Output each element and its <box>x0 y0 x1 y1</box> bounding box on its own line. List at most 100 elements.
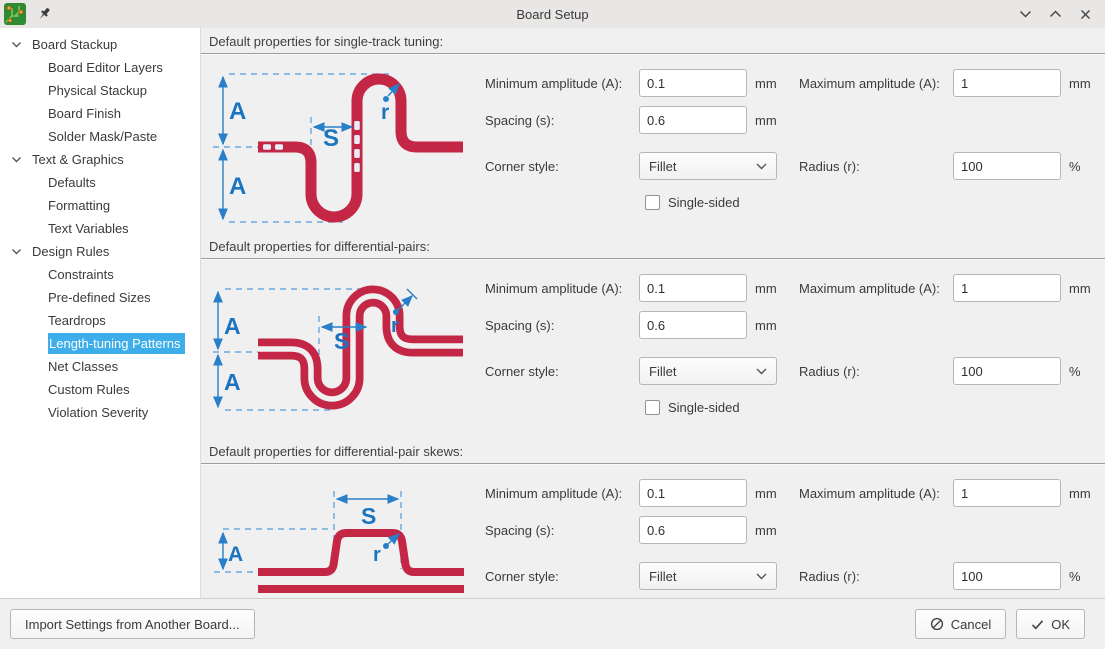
tree-item-label: Physical Stackup <box>48 83 147 98</box>
min-amplitude-label: Minimum amplitude (A): <box>485 280 623 296</box>
section-title: Default properties for differential-pair… <box>209 444 464 459</box>
spacing-input[interactable] <box>639 516 747 544</box>
tree-item-constraints[interactable]: Constraints <box>0 263 200 286</box>
spacing-unit: mm <box>755 522 777 538</box>
tree-item-label: Defaults <box>48 175 96 190</box>
tree-item-text-variables[interactable]: Text Variables <box>0 217 200 240</box>
chevron-down-icon <box>756 163 767 169</box>
differential-pair-skew-diagram: A S r <box>201 467 485 598</box>
cancel-prohibit-icon <box>930 617 943 631</box>
min-amplitude-unit: mm <box>755 280 777 296</box>
spacing-input[interactable] <box>639 106 747 134</box>
radius-input[interactable] <box>953 357 1061 385</box>
pin-icon[interactable] <box>36 6 52 22</box>
section-title: Default properties for single-track tuni… <box>209 34 444 49</box>
radius-label: Radius (r): <box>799 568 860 584</box>
tree-item-label: Constraints <box>48 267 114 282</box>
spacing-unit: mm <box>755 317 777 333</box>
section-differential-pairs: Default properties for differential-pair… <box>201 239 1105 439</box>
titlebar: Board Setup <box>0 0 1105 28</box>
amplitude-label: A <box>229 173 246 200</box>
tree-item-custom-rules[interactable]: Custom Rules <box>0 378 200 401</box>
spacing-label: S <box>361 503 376 529</box>
section-differential-pair-skews: Default properties for differential-pair… <box>201 444 1105 598</box>
cancel-button[interactable]: Cancel <box>914 609 1007 639</box>
amplitude-label: A <box>229 98 246 125</box>
section-divider <box>201 53 1105 55</box>
corner-style-dropdown[interactable]: Fillet <box>639 357 777 385</box>
section-single-track: Default properties for single-track tuni… <box>201 34 1105 231</box>
corner-style-dropdown[interactable]: Fillet <box>639 562 777 590</box>
max-amplitude-input[interactable] <box>953 69 1061 97</box>
tree-group-design-rules[interactable]: Design Rules <box>0 240 200 263</box>
section-divider <box>201 463 1105 465</box>
min-amplitude-unit: mm <box>755 485 777 501</box>
length-tuning-patterns-panel: Default properties for single-track tuni… <box>200 28 1105 598</box>
max-amplitude-unit: mm <box>1069 280 1091 296</box>
differential-pair-meander-diagram: A A S r <box>201 262 485 439</box>
kicad-pcb-icon <box>4 3 26 25</box>
single-sided-checkbox[interactable] <box>645 400 660 415</box>
amplitude-label: A <box>224 313 241 339</box>
expander-chevron-down-icon[interactable] <box>9 153 23 167</box>
tree-group-board-stackup[interactable]: Board Stackup <box>0 33 200 56</box>
max-amplitude-label: Maximum amplitude (A): <box>799 280 940 296</box>
maximize-window-chevron-up-icon[interactable] <box>1043 2 1067 26</box>
tree-item-label: Text Variables <box>48 221 129 236</box>
min-amplitude-input[interactable] <box>639 479 747 507</box>
max-amplitude-label: Maximum amplitude (A): <box>799 485 940 501</box>
ok-button[interactable]: OK <box>1016 609 1085 639</box>
spacing-input[interactable] <box>639 311 747 339</box>
close-window-icon[interactable] <box>1073 2 1097 26</box>
corner-style-dropdown[interactable]: Fillet <box>639 152 777 180</box>
tree-item-physical-stackup[interactable]: Physical Stackup <box>0 79 200 102</box>
tree-group-label: Design Rules <box>32 244 110 259</box>
radius-label: r <box>391 315 399 337</box>
single-sided-checkbox[interactable] <box>645 195 660 210</box>
import-settings-label: Import Settings from Another Board... <box>25 616 240 632</box>
corner-style-label: Corner style: <box>485 568 559 584</box>
window-title: Board Setup <box>516 6 589 22</box>
max-amplitude-input[interactable] <box>953 479 1061 507</box>
radius-input[interactable] <box>953 562 1061 590</box>
radius-unit: % <box>1069 568 1081 584</box>
min-amplitude-input[interactable] <box>639 274 747 302</box>
tree-item-pre-defined-sizes[interactable]: Pre-defined Sizes <box>0 286 200 309</box>
tree-item-solder-mask-paste[interactable]: Solder Mask/Paste <box>0 125 200 148</box>
radius-input[interactable] <box>953 152 1061 180</box>
corner-style-value: Fillet <box>649 363 677 379</box>
tree-item-violation-severity[interactable]: Violation Severity <box>0 401 200 424</box>
min-amplitude-label: Minimum amplitude (A): <box>485 75 623 91</box>
cancel-label: Cancel <box>950 616 992 632</box>
single-track-meander-diagram: A A S r <box>201 57 485 231</box>
tree-item-label: Formatting <box>48 198 111 213</box>
max-amplitude-unit: mm <box>1069 75 1091 91</box>
tree-item-length-tuning-patterns[interactable]: Length-tuning Patterns <box>0 332 200 355</box>
max-amplitude-input[interactable] <box>953 274 1061 302</box>
spacing-label: Spacing (s): <box>485 522 555 538</box>
tree-group-text-graphics[interactable]: Text & Graphics <box>0 148 200 171</box>
max-amplitude-label: Maximum amplitude (A): <box>799 75 940 91</box>
tree-item-board-editor-layers[interactable]: Board Editor Layers <box>0 56 200 79</box>
radius-label: Radius (r): <box>799 363 860 379</box>
ok-check-icon <box>1032 619 1044 629</box>
tree-item-defaults[interactable]: Defaults <box>0 171 200 194</box>
chevron-down-icon <box>756 368 767 374</box>
expander-chevron-down-icon[interactable] <box>9 38 23 52</box>
import-settings-button[interactable]: Import Settings from Another Board... <box>10 609 255 639</box>
spacing-label: S <box>334 328 349 354</box>
expander-chevron-down-icon[interactable] <box>9 245 23 259</box>
tree-item-formatting[interactable]: Formatting <box>0 194 200 217</box>
tree-item-net-classes[interactable]: Net Classes <box>0 355 200 378</box>
tree-item-board-finish[interactable]: Board Finish <box>0 102 200 125</box>
radius-label: Radius (r): <box>799 158 860 174</box>
max-amplitude-unit: mm <box>1069 485 1091 501</box>
tree-item-teardrops[interactable]: Teardrops <box>0 309 200 332</box>
min-amplitude-input[interactable] <box>639 69 747 97</box>
corner-style-value: Fillet <box>649 158 677 174</box>
shade-window-chevron-down-icon[interactable] <box>1013 2 1037 26</box>
single-sided-label: Single-sided <box>668 400 740 415</box>
tree-item-label: Teardrops <box>48 313 106 328</box>
tree-item-label: Net Classes <box>48 359 119 374</box>
tree-item-label: Board Editor Layers <box>48 60 163 75</box>
